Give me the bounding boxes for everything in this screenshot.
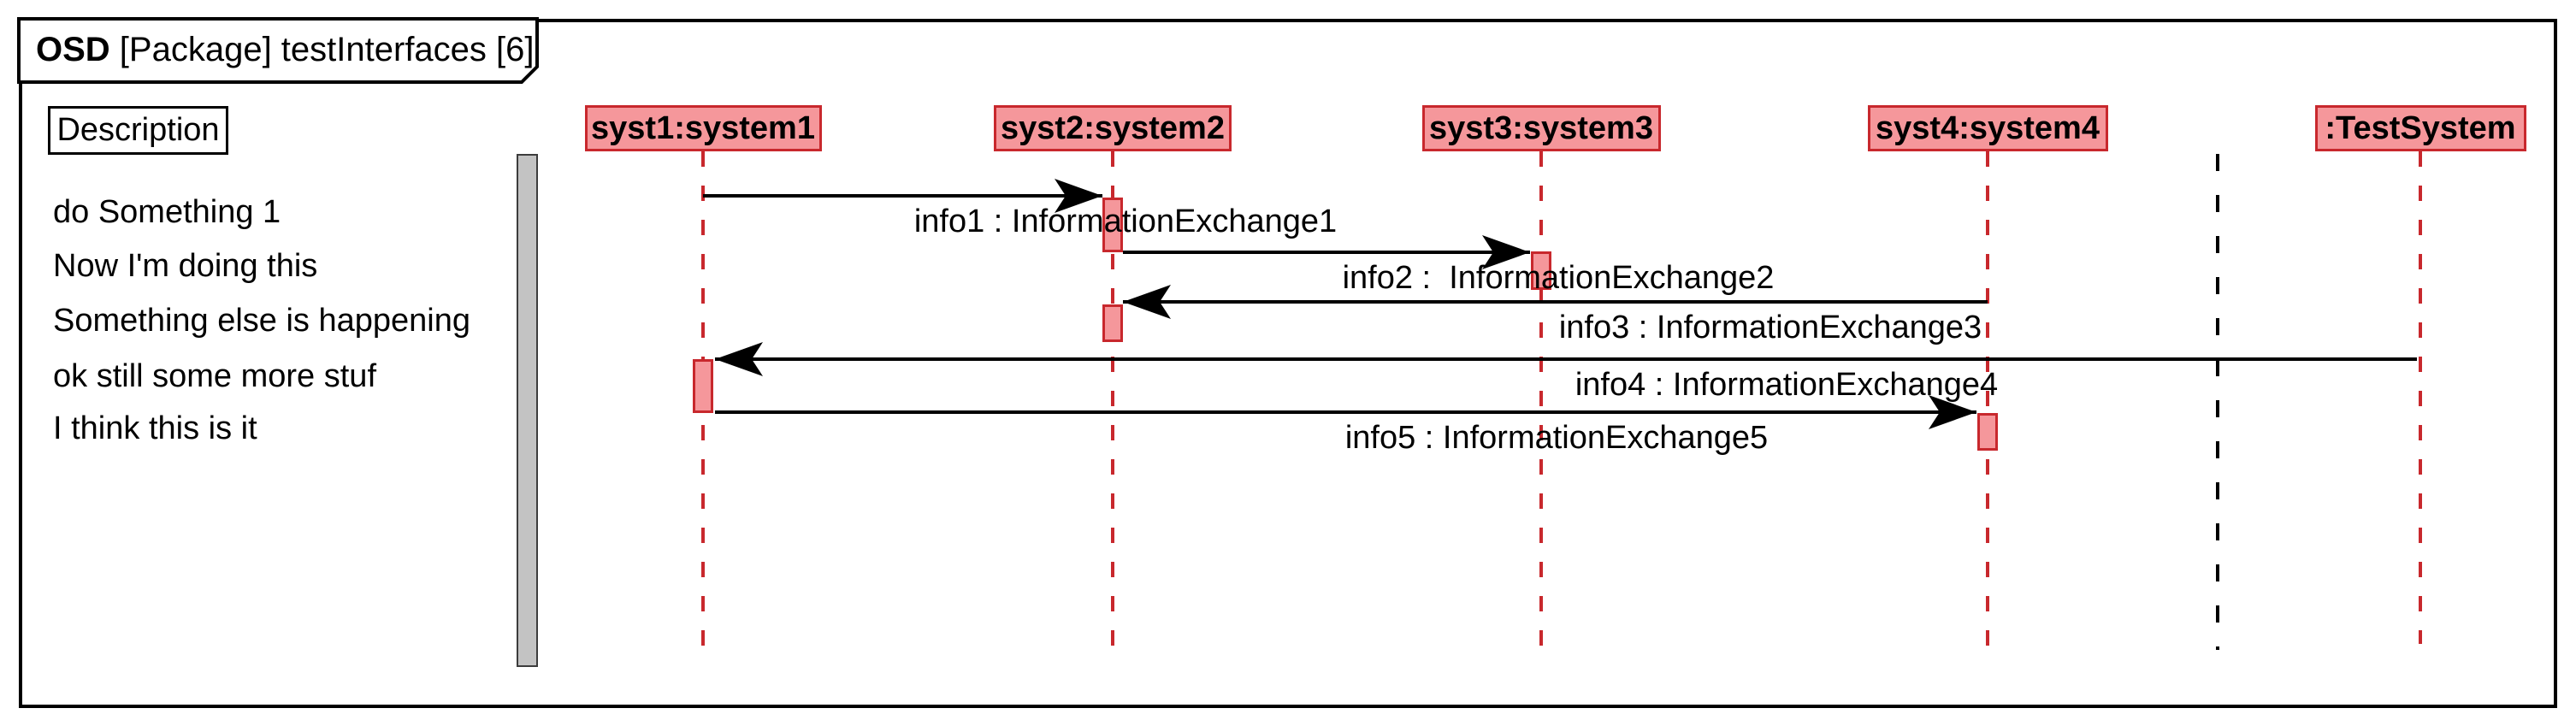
arrowhead-icon bbox=[1929, 393, 1976, 432]
message-label-3[interactable]: info3 : InformationExchange3 bbox=[1558, 310, 1982, 345]
activation-bar[interactable] bbox=[1102, 198, 1123, 252]
description-header-box[interactable]: Description bbox=[48, 106, 228, 155]
description-item[interactable]: do Something 1 bbox=[53, 194, 281, 230]
message-label-4[interactable]: info4 : InformationExchange4 bbox=[1575, 367, 1999, 403]
message-line-3[interactable] bbox=[1123, 300, 1988, 304]
activation-bar[interactable] bbox=[1102, 304, 1123, 342]
arrowhead-icon bbox=[1123, 282, 1171, 322]
message-line-4[interactable] bbox=[715, 357, 2417, 361]
arrowhead-icon bbox=[715, 339, 763, 379]
diagram-frame bbox=[19, 19, 2557, 708]
activation-bar[interactable] bbox=[1977, 413, 1998, 451]
lifeline-dashed-line bbox=[1986, 151, 1989, 646]
description-timeline-bar[interactable] bbox=[517, 154, 538, 667]
message-label-1[interactable]: info1 : InformationExchange1 bbox=[913, 204, 1338, 239]
message-line-1[interactable] bbox=[703, 194, 1102, 198]
description-item[interactable]: ok still some more stuf bbox=[53, 358, 376, 394]
lifeline-header-2[interactable]: syst2:system2 bbox=[994, 105, 1232, 151]
description-item[interactable]: Something else is happening bbox=[53, 303, 471, 339]
message-label-5[interactable]: info5 : InformationExchange5 bbox=[1344, 420, 1769, 456]
lifeline-header-5[interactable]: :TestSystem bbox=[2314, 105, 2526, 151]
diagram-kind-label: OSD bbox=[36, 31, 110, 68]
diagram-title-rest: [Package] testInterfaces [6] bbox=[109, 31, 535, 68]
lifeline-dashed-line bbox=[1111, 151, 1114, 646]
lifeline-dashed-line bbox=[2419, 151, 2422, 644]
message-label-2[interactable]: info2 : InformationExchange2 bbox=[1342, 260, 1775, 296]
description-item[interactable]: Now I'm doing this bbox=[53, 248, 318, 284]
arrowhead-icon bbox=[1482, 233, 1530, 272]
description-item[interactable]: I think this is it bbox=[53, 410, 257, 446]
activation-bar[interactable] bbox=[693, 359, 713, 413]
arrowhead-icon bbox=[1055, 176, 1102, 215]
lifeline-header-3[interactable]: syst3:system3 bbox=[1421, 105, 1661, 151]
activation-bar[interactable] bbox=[1531, 251, 1551, 290]
message-line-5[interactable] bbox=[715, 410, 1976, 414]
title-tab-shape bbox=[17, 17, 539, 84]
hidden-lifeline-dashed-line bbox=[2216, 154, 2219, 650]
lifeline-dashed-line bbox=[1539, 151, 1543, 646]
lifeline-header-4[interactable]: syst4:system4 bbox=[1867, 105, 2108, 151]
lifeline-header-1[interactable]: syst1:system1 bbox=[584, 105, 822, 151]
message-line-2[interactable] bbox=[1123, 251, 1530, 254]
diagram-title: OSD [Package] testInterfaces [6] bbox=[36, 17, 535, 82]
